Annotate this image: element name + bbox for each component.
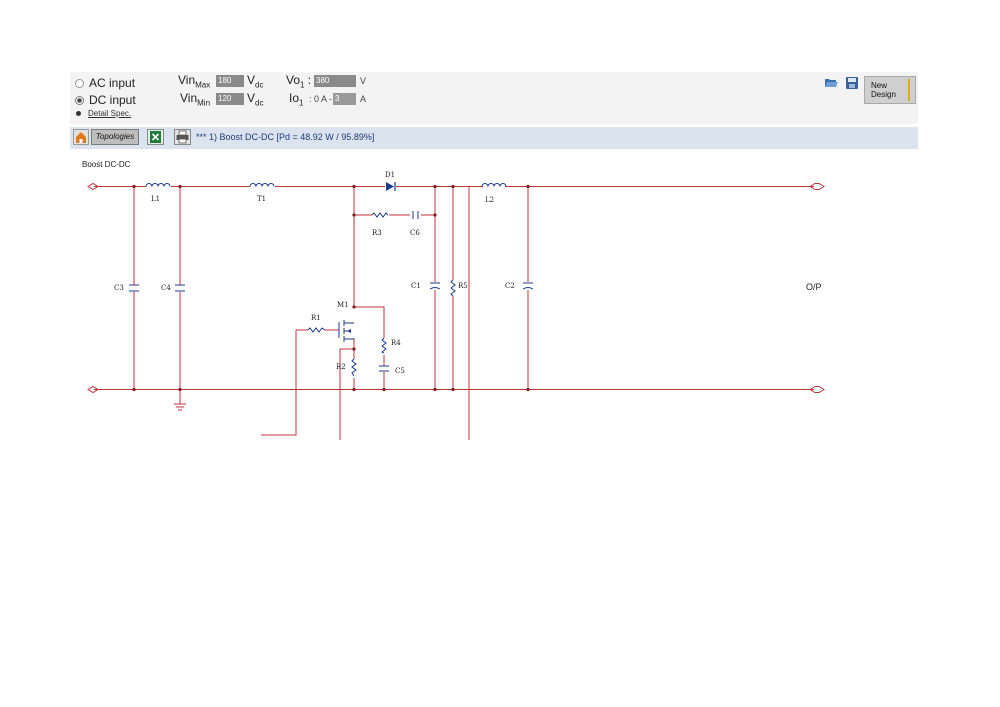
io1-unit: A: [360, 94, 367, 104]
vin-min-unit-sub: dc: [255, 98, 264, 108]
label-c2: C2: [505, 282, 515, 290]
detail-spec-link[interactable]: Detail Spec.: [88, 109, 132, 118]
radio-unselected-icon: [75, 78, 84, 88]
new-design-line1: New: [871, 81, 888, 90]
label-d1: D1: [385, 171, 395, 179]
new-design-button[interactable]: New Design: [864, 76, 916, 104]
vin-max-input[interactable]: 180: [216, 75, 244, 87]
io1-prefix: : 0 A -: [309, 94, 333, 104]
vin-min-label: VinMin: [180, 91, 210, 107]
dc-input-radio[interactable]: DC input: [75, 93, 136, 107]
home-icon[interactable]: [73, 129, 89, 145]
vin-min-input[interactable]: 120: [216, 93, 244, 105]
radio-selected-icon: [75, 95, 84, 105]
design-status: *** 1) Boost DC-DC [Pd = 48.92 W / 95.89…: [196, 132, 375, 142]
label-l2: L2: [485, 196, 494, 204]
vin-min-unit-main: V: [247, 91, 256, 105]
detail-spec: Detail Spec.: [76, 109, 131, 118]
vin-min-unit: Vdc: [247, 91, 263, 107]
vo1-input[interactable]: 380: [314, 75, 356, 87]
label-r3: R3: [372, 229, 382, 237]
topology-toolbar: [70, 127, 918, 149]
label-r1: R1: [311, 314, 321, 322]
vin-max-label: VinMax: [178, 73, 210, 89]
io1-input[interactable]: 3: [333, 93, 356, 105]
spec-bar: [70, 72, 918, 124]
label-r5: R5: [458, 282, 468, 290]
new-design-accent: [908, 79, 916, 101]
excel-export-icon[interactable]: [147, 129, 164, 145]
topologies-button[interactable]: Topologies: [91, 129, 139, 145]
label-c4: C4: [161, 284, 171, 292]
io1-label: Io1: [289, 91, 303, 107]
label-r2: R2: [336, 363, 346, 371]
vin-max-name: Vin: [178, 73, 196, 87]
io1-sub: 1: [299, 98, 304, 108]
label-c5: C5: [395, 367, 405, 375]
vin-max-unit-sub: dc: [255, 80, 264, 90]
io1-name: Io: [289, 91, 300, 105]
vin-max-sub: Max: [195, 80, 211, 90]
vin-max-unit-main: V: [247, 73, 256, 87]
save-disk-icon[interactable]: [845, 76, 859, 90]
label-l1: L1: [151, 195, 160, 203]
label-c6: C6: [410, 229, 420, 237]
vo1-sub: 1: [300, 80, 305, 90]
print-icon[interactable]: [174, 129, 191, 145]
bullet-icon: [76, 111, 81, 116]
ac-input-label: AC input: [89, 76, 136, 90]
vo1-unit: V: [360, 76, 367, 86]
vo1-label: Vo1 :: [286, 73, 312, 90]
output-label: O/P: [806, 282, 822, 292]
vin-max-unit: Vdc: [247, 73, 263, 89]
vin-min-name: Vin: [180, 91, 198, 105]
label-c1: C1: [411, 282, 421, 290]
label-t1: T1: [257, 195, 266, 203]
new-design-line2: Design: [871, 90, 896, 99]
circuit-title: Boost DC-DC: [82, 160, 131, 169]
vin-min-sub: Min: [197, 98, 211, 108]
label-r4: R4: [391, 339, 401, 347]
dc-input-label: DC input: [89, 93, 136, 107]
folder-open-icon[interactable]: [824, 76, 838, 90]
ac-input-radio[interactable]: AC input: [75, 76, 135, 90]
vo1-name: Vo: [286, 73, 301, 87]
label-c3: C3: [114, 284, 124, 292]
label-m1: M1: [337, 301, 349, 309]
